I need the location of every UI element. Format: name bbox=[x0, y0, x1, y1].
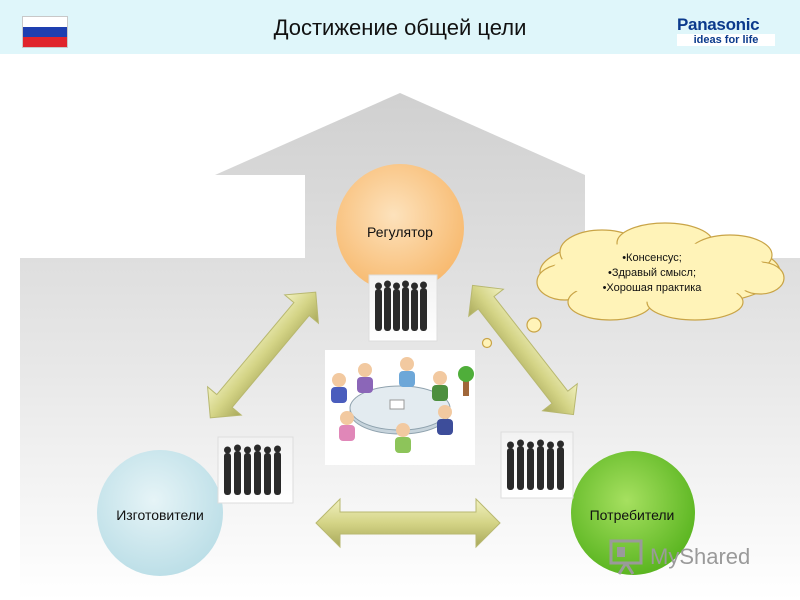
watermark-text: MyShared bbox=[650, 544, 751, 569]
russia-flag-icon bbox=[22, 16, 68, 48]
cloud-item-consensus: •Консенсус; bbox=[622, 252, 682, 264]
page-title: Достижение общей цели bbox=[273, 15, 527, 40]
consumers-label: Потребители bbox=[589, 507, 675, 523]
node-regulator bbox=[336, 164, 464, 292]
node-manufacturers bbox=[97, 450, 223, 576]
regulator-label: Регулятор bbox=[367, 224, 433, 240]
thought-bubble-small bbox=[481, 337, 493, 349]
node-consumers bbox=[571, 451, 695, 575]
logo-tagline: ideas for life bbox=[677, 34, 775, 46]
arrow-regulator-consumers bbox=[468, 284, 578, 416]
thought-bubble-large bbox=[526, 317, 542, 333]
header-bar: Достижение общей цели Panasonic ideas fo… bbox=[0, 0, 800, 54]
group-photo-consumers-icon bbox=[500, 431, 574, 499]
cloud-item-good-practice: •Хорошая практика bbox=[602, 282, 702, 294]
watermark: MyShared bbox=[608, 538, 778, 578]
group-photo-manufacturers-icon bbox=[217, 436, 294, 504]
thought-cloud-fill bbox=[552, 242, 768, 302]
flag-stripe-blue bbox=[23, 27, 67, 37]
flag-stripe-red bbox=[23, 37, 67, 47]
logo-name: Panasonic bbox=[677, 15, 760, 34]
arrow-regulator-manufacturers bbox=[206, 291, 320, 419]
cloud-item-common-sense: •Здравый смысл; bbox=[607, 267, 697, 279]
cloud-text: •Консенсус; •Здравый смысл; •Хорошая пра… bbox=[572, 251, 732, 296]
panasonic-logo: Panasonic ideas for life bbox=[677, 16, 775, 46]
arrow-manufacturers-consumers bbox=[315, 497, 501, 549]
presentation-board-icon bbox=[609, 539, 643, 575]
group-photo-regulator-icon bbox=[368, 274, 438, 342]
round-table-meeting-icon bbox=[325, 350, 475, 465]
manufacturers-label: Изготовители bbox=[116, 507, 204, 523]
flag-stripe-white bbox=[23, 17, 67, 27]
